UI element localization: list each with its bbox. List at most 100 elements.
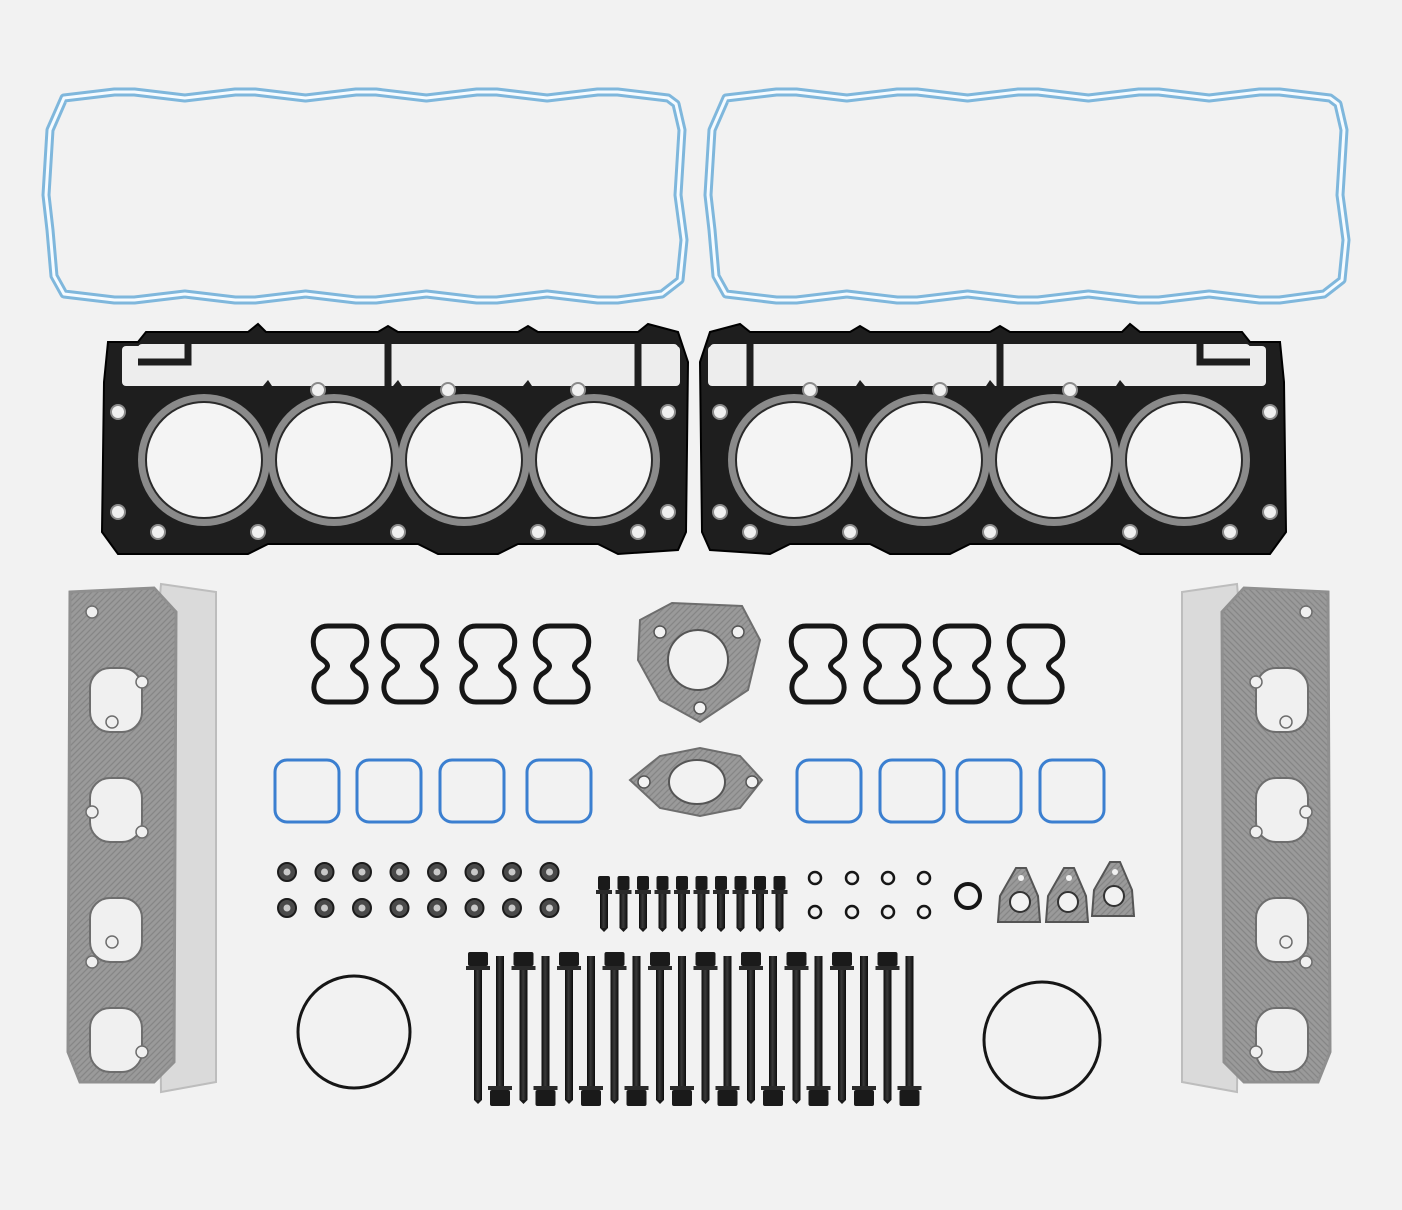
bolt-hole [135,825,149,839]
intake-seal-square [273,758,341,824]
small-o-ring [844,904,860,920]
intake-seal-peanut [862,623,922,705]
head-bolt-long [624,956,649,1106]
head-bolt-long [511,952,536,1104]
small-o-ring [880,904,896,920]
head-bolt-long [784,952,809,1104]
bolt-hole [712,504,728,520]
bolt-hole [660,504,676,520]
bolt-hole [1249,825,1263,839]
cylinder-bore [275,401,393,519]
bolt-hole [637,775,651,789]
bolt-hole [745,775,759,789]
bolt-hole [150,524,166,540]
cylinder-bore [995,401,1113,519]
head-bolt-long [602,952,627,1104]
exhaust-manifold-gaskets [66,582,1332,1094]
bolt-hole [390,524,406,540]
bolt-hole [842,524,858,540]
bolt-hole [653,625,667,639]
bolt-hole [105,715,119,729]
cylinder-bore [405,401,523,519]
small-o-ring [807,904,823,920]
small-o-ring [807,870,823,886]
small-o-ring [880,870,896,886]
intake-seal-peanut [380,623,440,705]
bolt-hole [85,955,99,969]
intake-seal-square [525,758,593,824]
intake-seal-peanut [532,623,592,705]
exhaust-manifold-gasket [66,582,217,1094]
short-bolt [713,876,729,932]
bolt-hole [570,382,586,398]
bolt-hole [630,524,646,540]
exhaust-manifold-gasket [1181,582,1332,1094]
bolt-hole [660,404,676,420]
bolt-hole [135,675,149,689]
cylinder-bore [145,401,263,519]
head-bolt-long [852,956,876,1106]
intake-seal-peanut [310,623,370,705]
bolt-hole [802,382,818,398]
exhaust-port [1255,897,1309,963]
exhaust-port [1255,1007,1309,1073]
bolt-hole [1249,1045,1263,1059]
intake-seal-square [878,758,946,824]
bolt-hole [1222,524,1238,540]
short-bolt [635,876,651,932]
cylinder-bore [865,401,983,519]
bolt-hole [1262,504,1278,520]
bolt-hole [1262,404,1278,420]
bolt-hole [1279,715,1293,729]
intake-seal-peanut [932,623,992,705]
bolt-hole [742,524,758,540]
valve-cover-gasket [41,87,689,305]
small-o-ring [954,882,982,910]
head-bolt-long [875,952,900,1104]
bolt-hole [982,524,998,540]
bolt-hole [250,524,266,540]
bolt-hole [1062,382,1078,398]
short-bolt [752,876,768,932]
small-seals [273,601,1136,1100]
exhaust-port [89,667,143,733]
intake-seal-peanut [458,623,518,705]
intake-seal-square [355,758,423,824]
short-bolt [596,876,612,932]
head-bolt-long [579,956,603,1106]
head-bolt-long [693,952,718,1104]
bolt-hole [731,625,745,639]
bolt-hole [1249,675,1263,689]
bolt-hole [105,935,119,949]
valve-cover-gaskets [41,87,1351,305]
head-bolt-long [670,956,694,1106]
bolt-hole [110,504,126,520]
bolt-hole [85,605,99,619]
short-bolt [615,876,632,932]
exhaust-port [89,1007,143,1073]
intake-seal-square [955,758,1023,824]
small-o-ring [844,870,860,886]
short-bolt [693,876,710,932]
bolt-hole [1299,955,1313,969]
bolt-hole [1279,935,1293,949]
head-bolt-long [557,952,581,1104]
exhaust-port [1255,667,1309,733]
intake-seal-square [438,758,506,824]
flange-bore [667,629,729,691]
head-bolt-long [739,952,763,1104]
intake-seal-peanut [1006,623,1066,705]
head-bolt-long [466,952,490,1104]
short-bolt [674,876,690,932]
bolt-hole [712,404,728,420]
bolt-hole [530,524,546,540]
intake-seal-peanut [788,623,848,705]
cylinder-bore [1125,401,1243,519]
flange-bore [668,759,726,805]
head-bolt-long [761,956,785,1106]
bolt-hole [85,805,99,819]
bolt-hole [932,382,948,398]
bolt-hole [110,404,126,420]
